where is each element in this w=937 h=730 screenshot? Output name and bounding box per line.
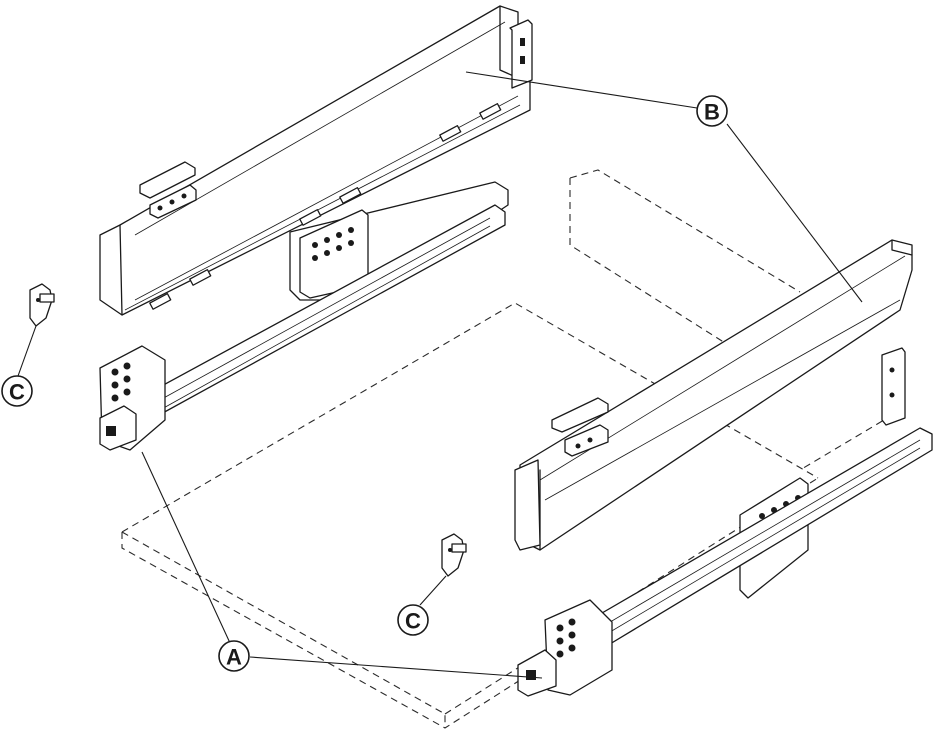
right-drawer-side-panel: [514, 239, 913, 551]
right-runner: [517, 427, 933, 697]
callout-c-center: C: [397, 604, 429, 636]
left-clip-part: [29, 283, 55, 327]
callout-c-left-label: C: [9, 380, 25, 405]
callout-b: B: [696, 95, 728, 127]
callout-c-left: C: [1, 375, 33, 407]
center-clip-part: [441, 533, 467, 577]
callout-a-label: A: [226, 645, 242, 670]
callout-b-label: B: [704, 100, 720, 125]
left-runner: [99, 181, 509, 451]
left-drawer-side-panel: [99, 5, 533, 316]
callout-a: A: [218, 640, 250, 672]
callout-c-center-label: C: [405, 609, 421, 634]
callout-leaders: [17, 71, 863, 679]
